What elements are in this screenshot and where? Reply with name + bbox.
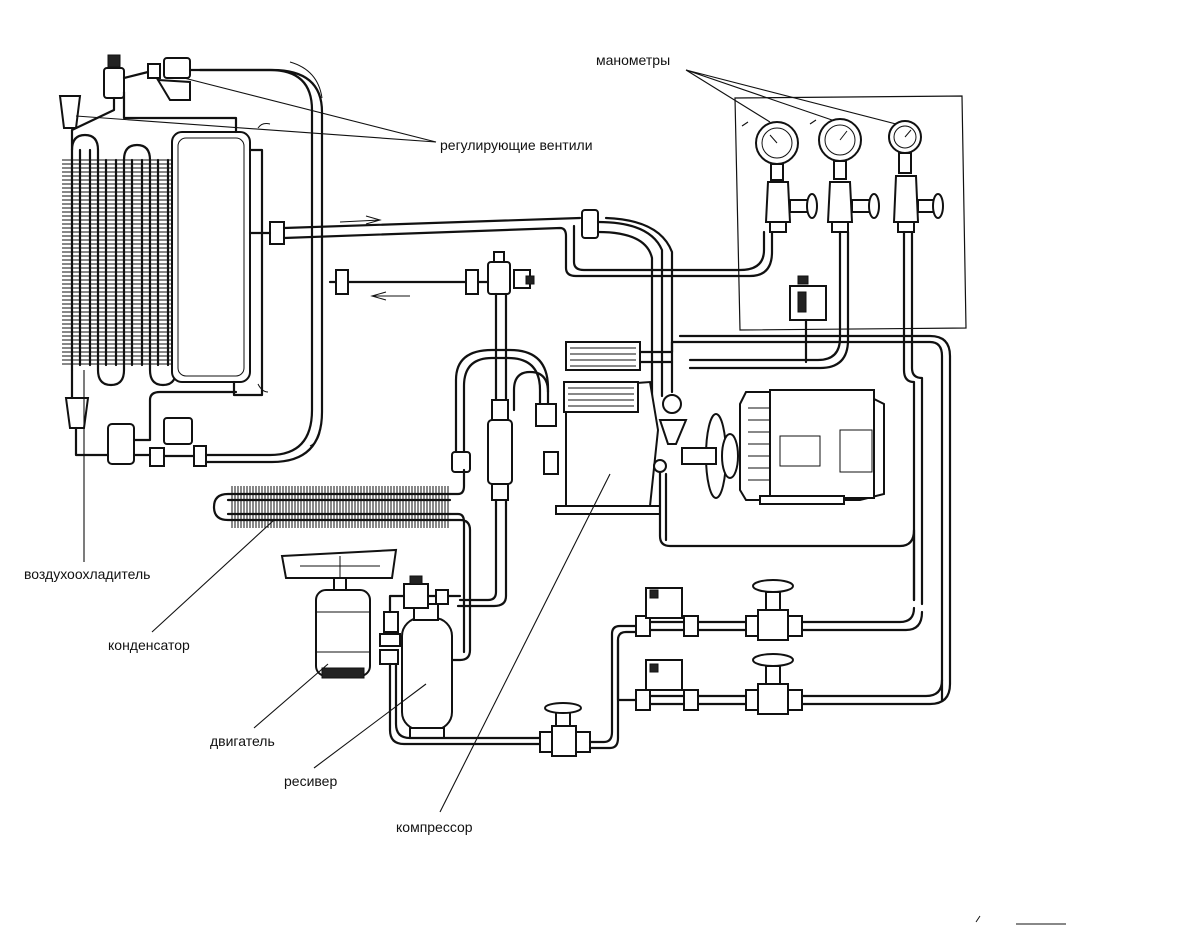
motor <box>280 548 398 679</box>
manometer-2 <box>818 118 880 233</box>
bottom-valves <box>539 334 952 757</box>
manometer-1 <box>755 121 818 233</box>
condenser-fins <box>231 486 449 528</box>
compressor-unit <box>451 340 944 702</box>
label-regulating-valves: регулирующие вентили <box>440 137 593 153</box>
label-compressor: компрессор <box>396 819 473 835</box>
label-air-cooler: воздухоохладитель <box>24 566 151 582</box>
label-motor: двигатель <box>210 733 275 749</box>
label-manometers: манометры <box>596 52 671 68</box>
leader-lines <box>75 69 897 813</box>
label-condenser: конденсатор <box>108 637 190 653</box>
receiver <box>379 575 542 746</box>
main-piping <box>282 209 774 404</box>
condenser <box>212 468 472 662</box>
air-cooler <box>58 54 324 467</box>
label-receiver: ресивер <box>284 773 338 789</box>
manometer-panel <box>688 95 967 606</box>
manometer-3 <box>888 120 944 233</box>
page-mark <box>975 915 1066 925</box>
